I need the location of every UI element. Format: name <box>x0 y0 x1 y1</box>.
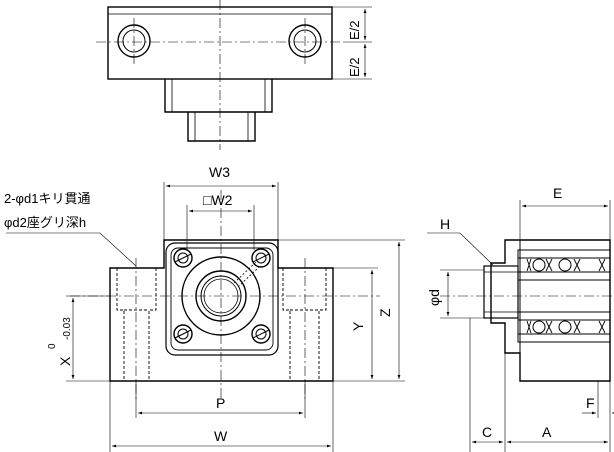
w3-label: W3 <box>209 164 230 180</box>
top-view-shaft <box>187 112 256 142</box>
y-label: Y <box>350 321 366 331</box>
flange-bolt-bottom-left <box>173 324 193 344</box>
h-label: H <box>440 216 450 232</box>
w2-label: □W2 <box>203 192 233 208</box>
x-label: X <box>57 356 73 366</box>
top-e-half-lower-label: E/2 <box>347 57 362 77</box>
x-tolerance-upper: 0 <box>47 343 58 349</box>
front-dimensions <box>6 182 405 452</box>
side-view-housing <box>490 239 611 382</box>
phi-d-label: φd <box>426 289 442 306</box>
hole-callout-line1: 2-φd1キリ貫通 <box>4 191 90 206</box>
front-view-body <box>109 239 334 382</box>
hidden-mounting-holes <box>116 268 327 381</box>
side-view-shaft <box>483 265 519 319</box>
square-flange <box>165 242 279 356</box>
p-label: P <box>216 395 225 411</box>
a-label: A <box>542 424 552 440</box>
bearing-upper-row <box>517 249 611 281</box>
e-side-label: E <box>553 185 562 201</box>
f-label: F <box>586 395 595 411</box>
flange-bolt-top-right <box>251 248 271 268</box>
flange-bolt-top-left <box>173 248 193 268</box>
hole-callout-line2: φd2座グリ深h <box>4 215 86 230</box>
top-e-half-upper-label: E/2 <box>347 20 362 40</box>
flange-bolt-bottom-right <box>251 324 271 344</box>
top-view <box>96 0 372 150</box>
x-tolerance-lower: -0.03 <box>62 317 73 340</box>
side-view <box>440 239 614 382</box>
bearing-lower-row <box>517 311 611 343</box>
top-view-boss <box>164 79 273 113</box>
front-view <box>70 190 380 400</box>
lube-hole <box>233 261 261 288</box>
w-label: W <box>214 428 228 444</box>
c-label: C <box>482 424 492 440</box>
z-label: Z <box>377 308 393 317</box>
side-dimensions <box>427 200 614 452</box>
